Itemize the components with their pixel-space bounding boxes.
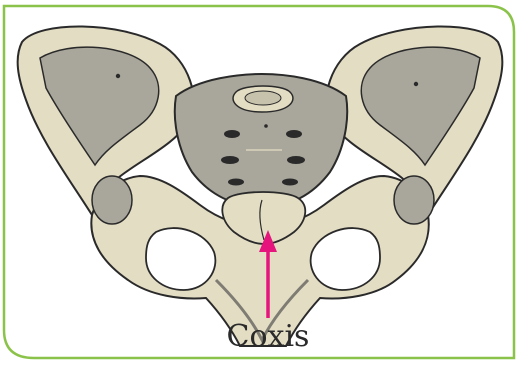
right-ilium-dot — [414, 82, 418, 86]
left-ilium-dot — [116, 74, 120, 78]
coxis-label: Coxis — [227, 319, 310, 354]
